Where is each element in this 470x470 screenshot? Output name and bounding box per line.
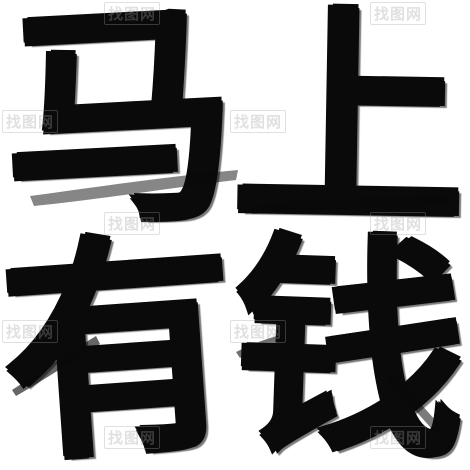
- calligraphy-char-you: 有: [0, 204, 245, 470]
- calligraphy-char-ma: 马: [0, 0, 243, 260]
- calligraphy-char-qian: 钱: [228, 208, 470, 470]
- calligraphy-char-shang: 上: [231, 0, 468, 258]
